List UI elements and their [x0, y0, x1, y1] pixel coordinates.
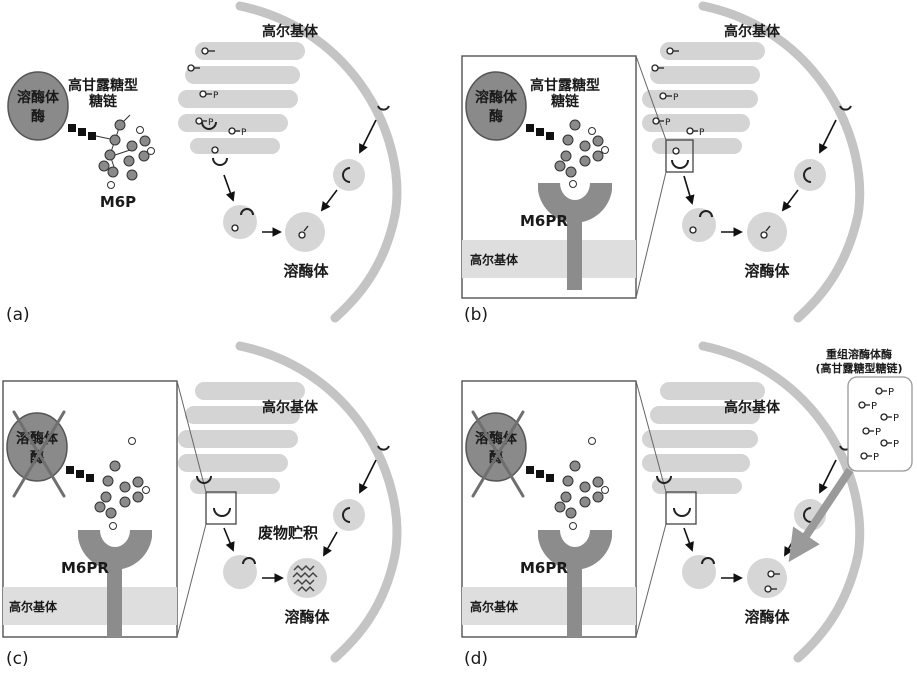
p-label: P — [665, 118, 671, 128]
enzyme-label-line2: 酶 — [489, 108, 503, 125]
enzyme-label-line1: 溶酶体 — [17, 89, 60, 106]
panel-tag: (b) — [464, 305, 488, 325]
panel-a: 高尔基体 P P P 溶酶体 酶 — [6, 6, 397, 325]
enzyme-label-line1: 溶酶体 — [475, 89, 518, 106]
enzyme-label-line2: 酶 — [31, 108, 45, 125]
lysosomal-enzyme — [466, 72, 526, 140]
m6pr-label: M6PR — [520, 559, 568, 577]
p-label: P — [873, 452, 879, 463]
zoom-box — [666, 492, 696, 524]
glycan-label-line2: 糖链 — [551, 93, 580, 110]
recombinant-label-line2: (高甘露糖型糖链) — [815, 361, 902, 375]
linker-chain — [68, 124, 96, 140]
zoom-box — [206, 492, 236, 524]
lysosome-label: 溶酶体 — [284, 608, 330, 626]
receptor-cup-icon — [672, 160, 688, 168]
lysosomal-enzyme — [8, 72, 68, 140]
transport-vesicle — [333, 159, 365, 191]
p-label: P — [213, 91, 219, 101]
golgi-inset-label: 高尔基体 — [470, 252, 519, 267]
receptor-cup-icon — [378, 446, 389, 450]
golgi-inset-label: 高尔基体 — [470, 599, 519, 614]
golgi-label: 高尔基体 — [262, 23, 319, 40]
p-label: P — [875, 427, 881, 438]
m6pr-label: M6PR — [61, 559, 109, 577]
p-label: P — [871, 401, 877, 412]
p-label: P — [893, 413, 899, 424]
panel-d: 高尔基体 高尔基体 M6PR 溶酶体 酶 溶酶体 — [462, 346, 912, 669]
glycan-label-line1: 高甘露糖型 — [530, 77, 600, 94]
golgi-inset-label: 高尔基体 — [9, 599, 58, 614]
lysosome-label: 溶酶体 — [283, 262, 329, 280]
transport-vesicle — [794, 159, 826, 191]
glycan-tree — [96, 115, 155, 189]
panel-tag: (a) — [6, 305, 30, 325]
recombinant-label-line1: 重组溶酶体酶 — [826, 347, 892, 361]
glycan-label-line2: 糖链 — [89, 93, 118, 110]
p-label: P — [699, 128, 705, 138]
panel-b: 高尔基体 高尔基体 M6PR 溶酶体 酶 高甘露糖型 糖链 — [462, 6, 860, 325]
transport-vesicle — [682, 555, 716, 589]
transport-vesicle — [333, 499, 365, 531]
panel-tag: (c) — [6, 649, 29, 669]
m6p-label: M6P — [100, 193, 136, 211]
lysosome — [287, 558, 327, 598]
lysosome-label: 溶酶体 — [744, 608, 790, 626]
waste-label: 废物贮积 — [258, 524, 318, 542]
golgi-label: 高尔基体 — [262, 399, 319, 416]
m6pr-label: M6PR — [520, 212, 568, 230]
golgi-stack — [642, 382, 765, 494]
p-label: P — [673, 93, 679, 103]
lysosome-label: 溶酶体 — [744, 262, 790, 280]
receptor-cup-icon — [674, 508, 690, 516]
p-label: P — [241, 128, 247, 138]
golgi-label: 高尔基体 — [724, 23, 781, 40]
panel-tag: (d) — [464, 649, 488, 669]
transport-vesicle — [223, 555, 257, 589]
receptor-cup-icon — [214, 508, 230, 516]
p-label: P — [888, 387, 894, 398]
golgi-label: 高尔基体 — [724, 399, 781, 416]
receptor-cup-icon — [378, 106, 389, 110]
p-label: P — [893, 439, 899, 450]
lysosome — [747, 212, 787, 252]
panel-c: 高尔基体 高尔基体 M6PR 溶酶体 酶 — [3, 346, 397, 669]
lysosome — [285, 212, 325, 252]
receptor-cup-icon — [213, 158, 227, 165]
glycan-label-line1: 高甘露糖型 — [68, 77, 138, 94]
